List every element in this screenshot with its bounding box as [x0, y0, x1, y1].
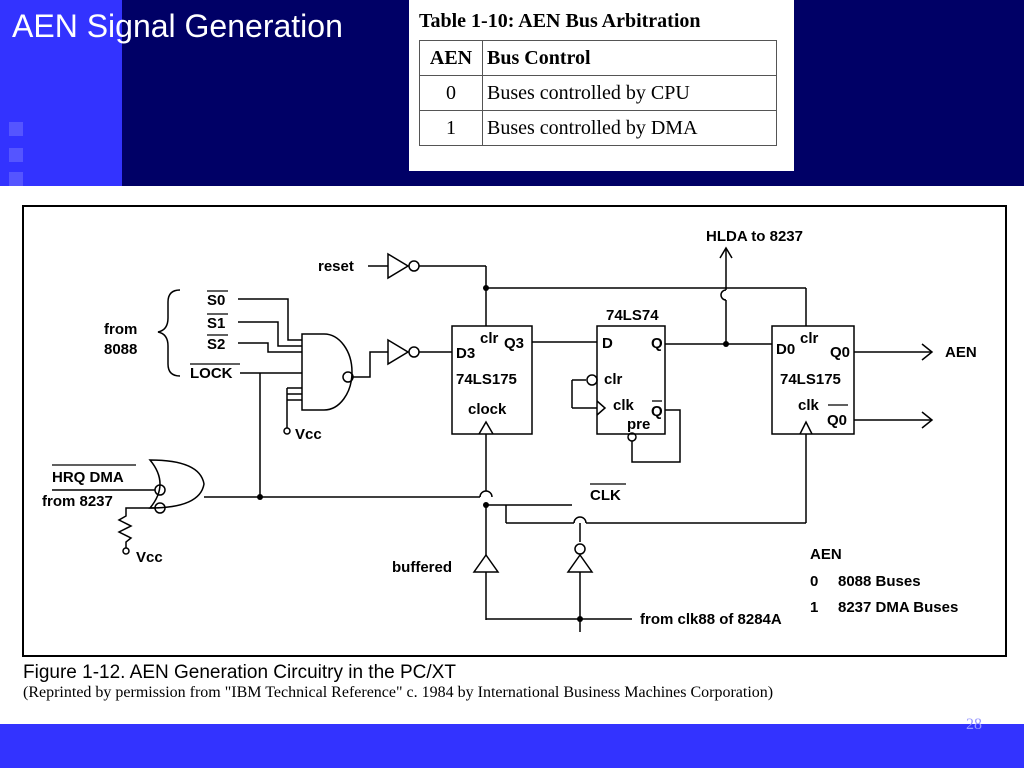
- label-from-8237: from 8237: [42, 493, 113, 510]
- u3-q0bar-pin: Q0: [827, 412, 847, 429]
- u2-d-pin: D: [602, 335, 613, 352]
- table-header-row: AEN Bus Control: [419, 40, 777, 76]
- label-from-clk88: from clk88 of 8284A: [640, 611, 782, 628]
- label-vcc: Vcc: [295, 426, 322, 443]
- arbitration-table-card: Table 1-10: AEN Bus Arbitration AEN Bus …: [409, 0, 794, 171]
- label-lock: LOCK: [190, 365, 233, 382]
- label-s2: S2: [207, 336, 225, 353]
- junction-dots: [257, 285, 729, 622]
- table-cell: Buses controlled by CPU: [482, 75, 777, 111]
- column-header-aen: AEN: [419, 40, 483, 76]
- page-number: 28: [966, 716, 982, 733]
- table-cell: Buses controlled by DMA: [482, 110, 777, 146]
- overbars: [52, 290, 848, 485]
- decor-square: [9, 148, 23, 162]
- label-from-8088-1: from: [104, 321, 137, 338]
- u2-pre-pin: pre: [627, 416, 650, 433]
- label-s0: S0: [207, 292, 225, 309]
- u1-part-number: 74LS175: [456, 371, 517, 388]
- side-accent-strip: [0, 0, 122, 186]
- label-vcc-2: Vcc: [136, 549, 163, 566]
- label-reset: reset: [318, 258, 354, 275]
- label-from-8088-2: 8088: [104, 341, 137, 358]
- label-clk: CLK: [590, 487, 621, 504]
- table-cell: 0: [419, 75, 483, 111]
- arbitration-table: AEN Bus Control 0 Buses controlled by CP…: [419, 40, 777, 146]
- table-row: 1 Buses controlled by DMA: [419, 110, 777, 146]
- u1-q3-pin: Q3: [504, 335, 524, 352]
- slide-title: AEN Signal Generation: [12, 8, 343, 44]
- legend-key-1: 1: [810, 599, 818, 616]
- u3-clr-pin: clr: [800, 330, 819, 347]
- decor-square: [9, 172, 23, 186]
- u1-d3-pin: D3: [456, 345, 475, 362]
- u2-clr-pin: clr: [604, 371, 623, 388]
- u3-q0-pin: Q0: [830, 344, 850, 361]
- label-s1: S1: [207, 315, 225, 332]
- u3-clk-pin: clk: [798, 397, 820, 414]
- column-header-bus-control: Bus Control: [482, 40, 777, 76]
- label-hlda: HLDA to 8237: [706, 228, 803, 245]
- figure-frame: [22, 205, 1007, 657]
- legend-key-0: 0: [810, 573, 818, 590]
- figure-credit: (Reprinted by permission from "IBM Techn…: [23, 684, 774, 701]
- label-hrq-dma: HRQ DMA: [52, 469, 124, 486]
- table-title: Table 1-10: AEN Bus Arbitration: [419, 10, 701, 32]
- slide-footer: [0, 724, 1024, 768]
- legend-value-1: 8237 DMA Buses: [838, 599, 958, 616]
- label-buffered: buffered: [392, 559, 452, 576]
- label-aen-output: AEN: [945, 344, 977, 361]
- u1-clr-pin: clr: [480, 330, 499, 347]
- u2-clk-pin: clk: [613, 397, 635, 414]
- table-row: 0 Buses controlled by CPU: [419, 75, 777, 111]
- legend-value-0: 8088 Buses: [838, 573, 921, 590]
- legend-title: AEN: [810, 546, 842, 563]
- u3-d0-pin: D0: [776, 341, 795, 358]
- u2-q-pin: Q: [651, 335, 663, 352]
- u2-qbar-pin: Q: [651, 403, 663, 420]
- u3-part-number: 74LS175: [780, 371, 841, 388]
- u2-part-number: 74LS74: [606, 307, 659, 324]
- figure-caption: Figure 1-12. AEN Generation Circuitry in…: [23, 662, 456, 683]
- decor-square: [9, 122, 23, 136]
- wires: [52, 246, 934, 632]
- u1-clock-pin: clock: [468, 401, 507, 418]
- table-cell: 1: [419, 110, 483, 146]
